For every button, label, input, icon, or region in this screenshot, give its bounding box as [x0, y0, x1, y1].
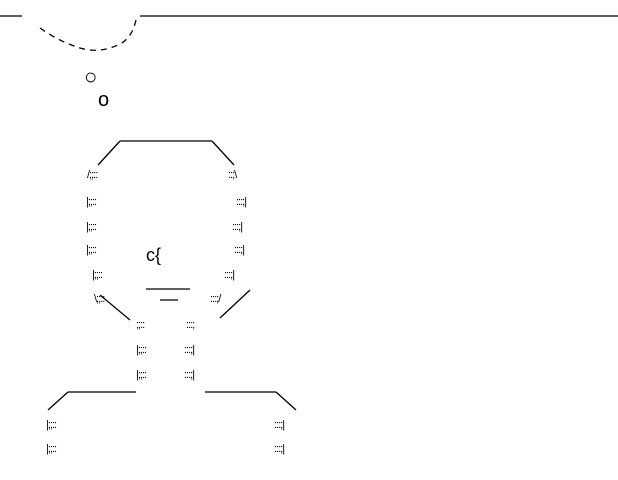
thought-cloud-edge	[39, 19, 137, 51]
neck-right-texture-1: :::;	[186, 319, 195, 331]
neck-left-texture-1: ;;::	[136, 319, 145, 331]
head-left-texture-4: |;;::	[86, 244, 97, 256]
head-top-right	[211, 140, 235, 166]
head-left-texture-6: \;;::	[94, 293, 105, 305]
head-right-texture-1: ::;\	[228, 169, 237, 181]
neck-left-texture-3: |;;::	[136, 369, 147, 381]
neck-right-texture-3: :::;|	[184, 369, 195, 381]
head-right-texture-4: :::;|	[234, 244, 245, 256]
head-right-texture-2: :::;|	[236, 196, 247, 208]
shoulder-right-slope	[275, 391, 297, 411]
face-eyes: c{	[146, 245, 162, 265]
shoulder-right-texture-1: :::;|	[274, 419, 285, 431]
head-left-texture-2: |;;::	[86, 196, 97, 208]
head-top-left	[97, 140, 121, 166]
head-right-texture-5: :::;|	[224, 269, 235, 281]
shoulder-left-slope	[47, 391, 69, 411]
head-left-texture-5: |;;::	[92, 269, 103, 281]
neck-right-texture-2: :::;|	[184, 344, 195, 356]
shoulder-left-texture-2: |;;::	[46, 443, 57, 455]
thought-circle-big: ○	[84, 64, 98, 89]
jaw-left	[99, 294, 131, 321]
thought-circle-small: o	[98, 89, 110, 111]
jaw-right	[219, 289, 251, 319]
shoulder-left-texture-1: |;;::	[46, 419, 57, 431]
shoulder-right-texture-2: :::;|	[274, 443, 285, 455]
head-left-texture-1: /;;::	[87, 169, 98, 181]
head-left-texture-3: |;;::	[86, 221, 97, 233]
head-right-texture-3: :::;|	[232, 221, 243, 233]
head-right-texture-6: :::;/	[210, 293, 221, 305]
neck-left-texture-2: |;;::	[136, 344, 147, 356]
